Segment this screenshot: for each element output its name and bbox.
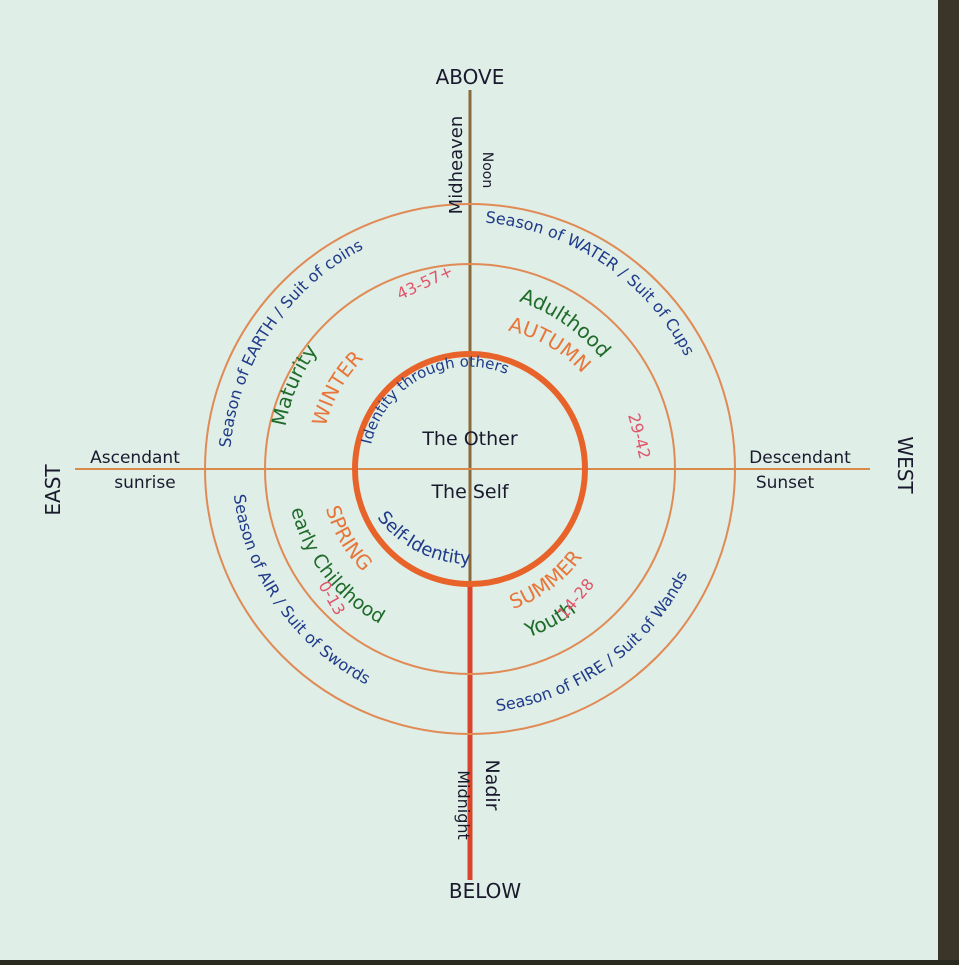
label-east: EAST bbox=[41, 464, 65, 516]
label-descendant: Descendant bbox=[749, 448, 851, 468]
label-sunset: Sunset bbox=[756, 473, 815, 493]
label-midnight: Midnight bbox=[454, 770, 473, 840]
label-midheaven: Midheaven bbox=[446, 116, 467, 215]
middle-circle bbox=[264, 263, 676, 675]
table-surface bbox=[938, 0, 959, 960]
text-the-self: The Self bbox=[430, 481, 509, 503]
label-above: ABOVE bbox=[436, 65, 505, 89]
label-sunrise: sunrise bbox=[114, 473, 175, 493]
label-noon: Noon bbox=[479, 152, 495, 188]
text-the-other: The Other bbox=[421, 428, 518, 450]
outer-circle bbox=[204, 203, 736, 735]
label-west: WEST bbox=[893, 436, 917, 494]
inner-circle bbox=[352, 351, 588, 587]
label-ascendant: Ascendant bbox=[90, 448, 180, 468]
label-nadir: Nadir bbox=[481, 759, 503, 810]
label-below: BELOW bbox=[449, 879, 522, 903]
